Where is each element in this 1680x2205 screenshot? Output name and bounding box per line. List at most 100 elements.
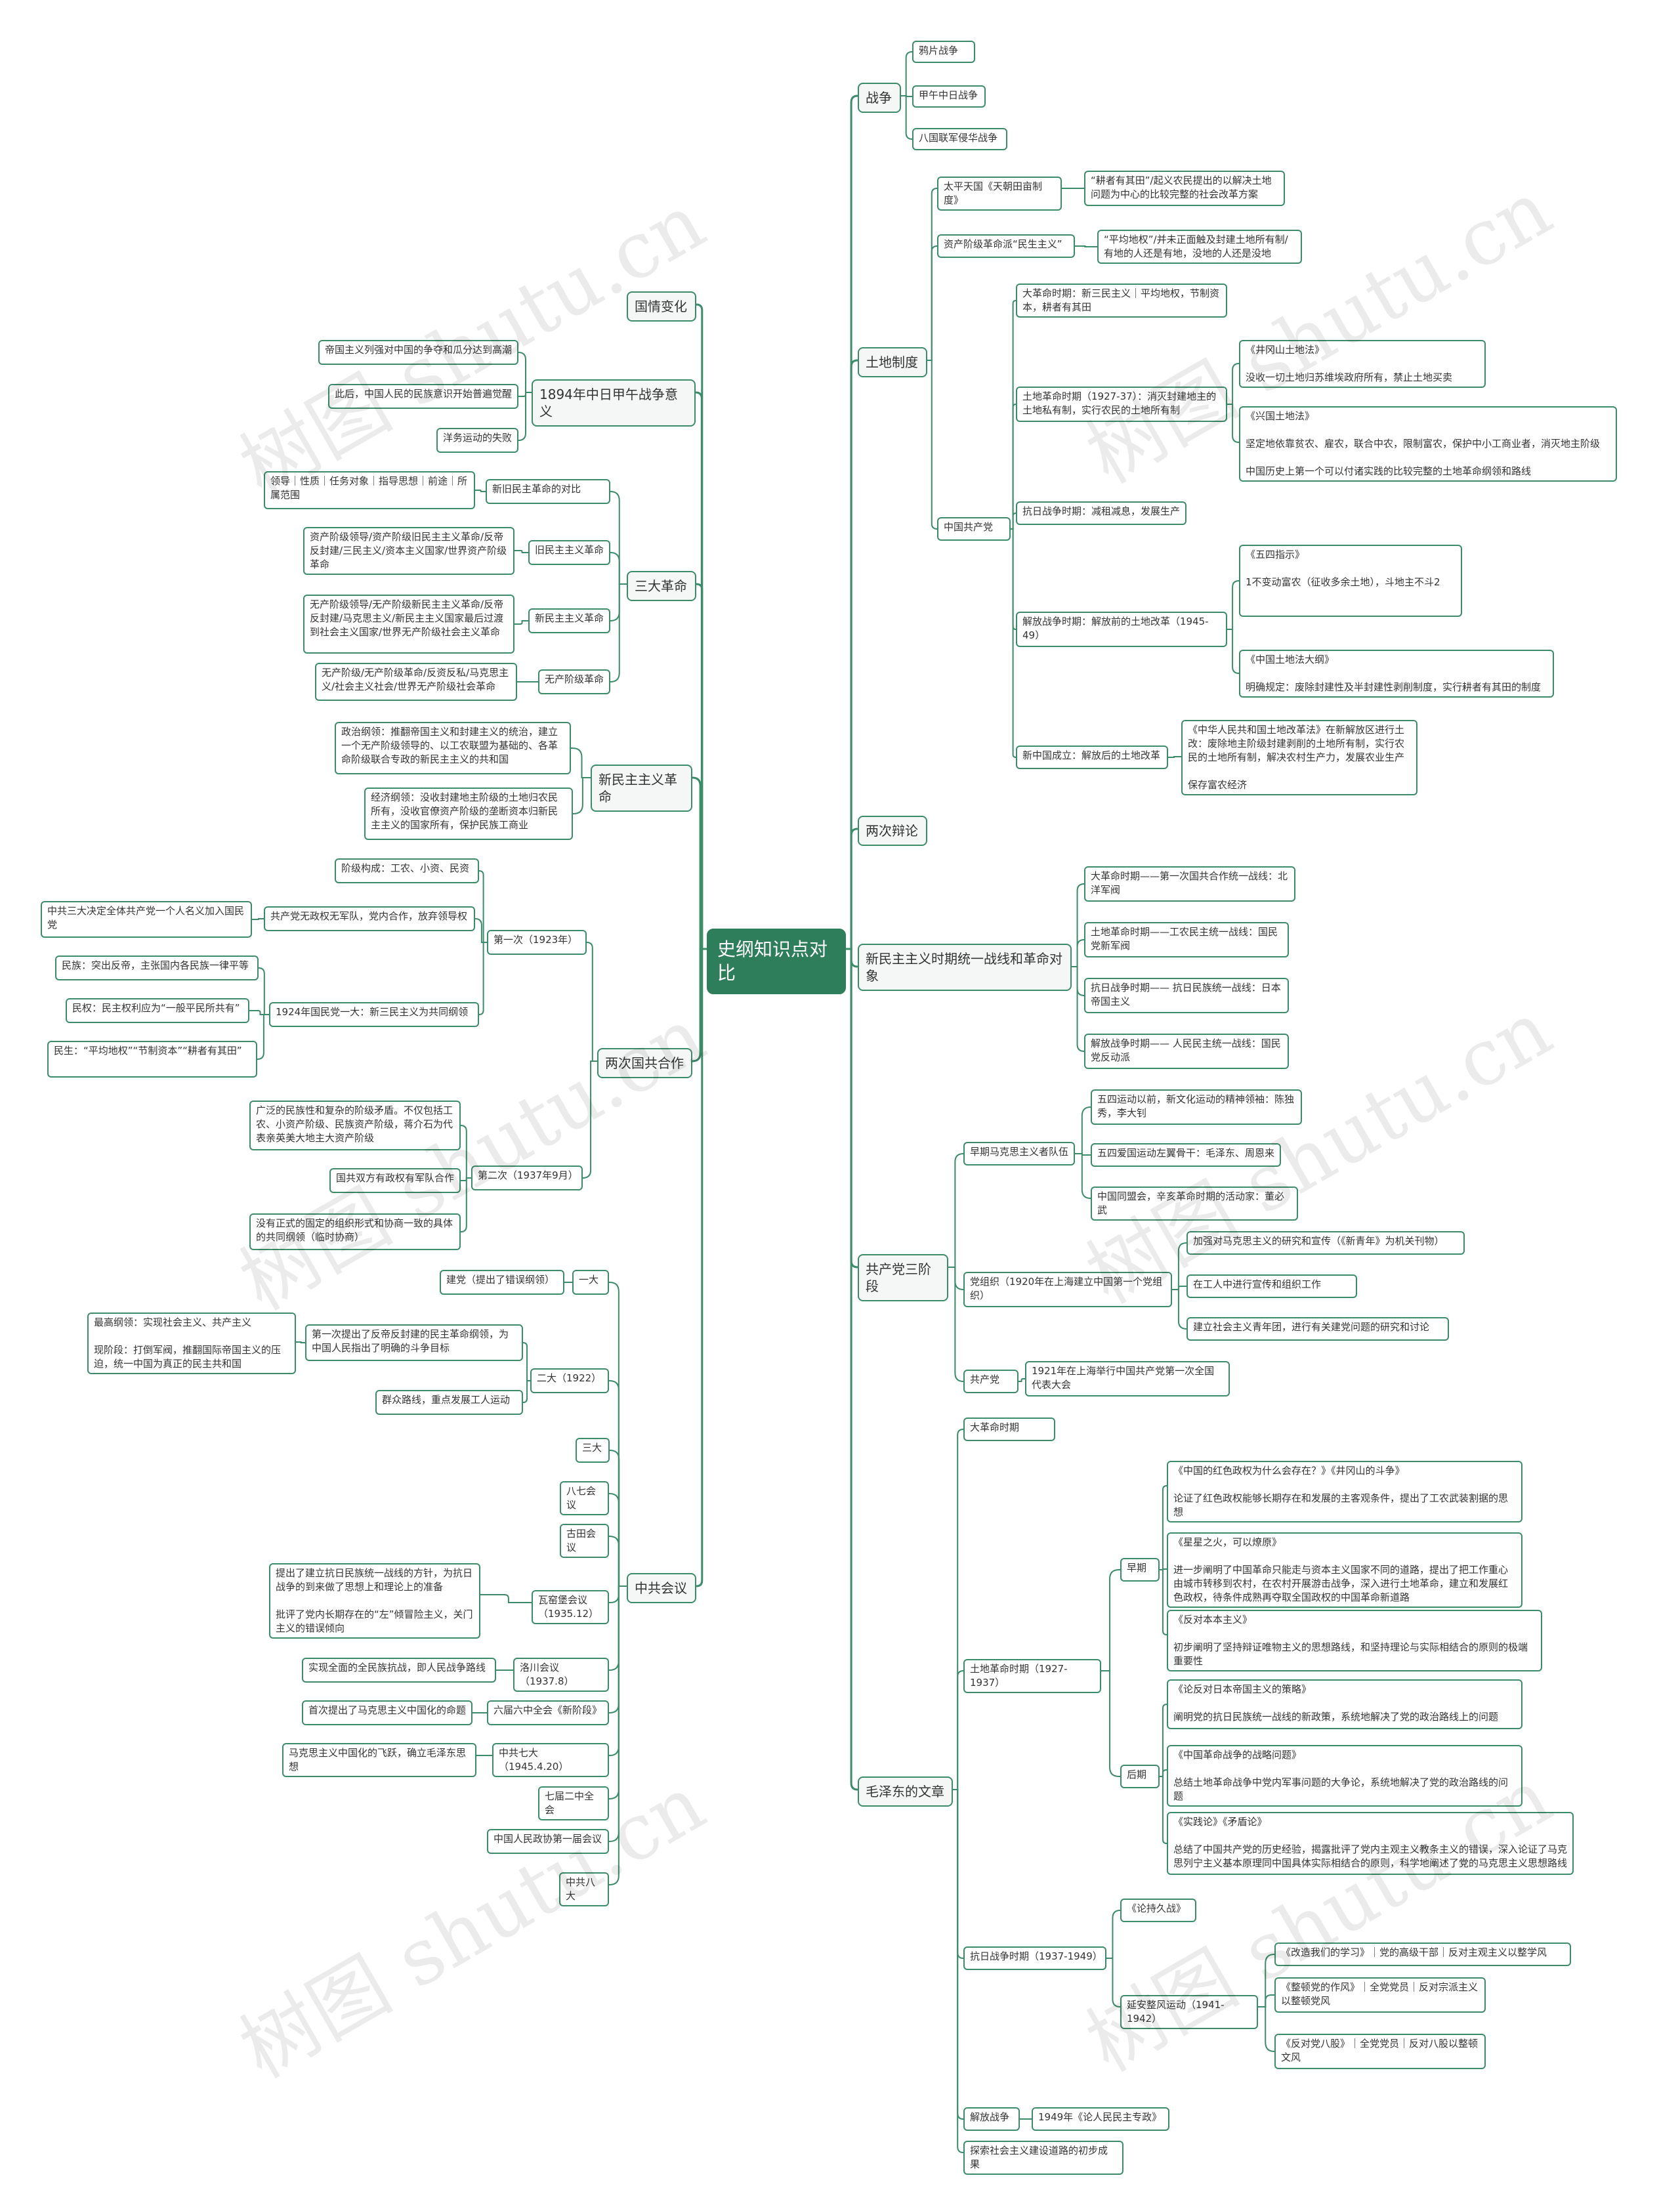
topic-xmzgm[interactable]: 新民主主义革命 (591, 765, 692, 812)
node-tzx1[interactable]: 大革命时期——第一次国共合作统一战线：北洋军阀 (1084, 866, 1295, 902)
node-ed1a[interactable]: 最高纲领：实现社会主义、共产主义 现阶段：打倒军阀，推翻国际帝国主义的压迫，统一… (87, 1312, 296, 1374)
node-b3[interactable]: 《实践论》《矛盾论》 总结了中国共产党的历史经验，揭露批评了党内主观主义教条主义… (1167, 1812, 1574, 1875)
node-sd[interactable]: 三大 (576, 1438, 610, 1463)
node-lc[interactable]: 洛川会议（1937.8） (513, 1658, 609, 1692)
node-c3[interactable]: 《反对党八股》｜全党党员｜反对八股以整顿文风 (1274, 2034, 1486, 2069)
node-j94b[interactable]: 此后，中国人民的民族意识开始普遍觉醒 (328, 384, 518, 409)
topic-lcbl[interactable]: 两次辩论 (858, 816, 927, 846)
node-xmz[interactable]: 新民主主义革命 (528, 608, 610, 633)
node-tp[interactable]: 太平天国《天朝田亩制度》 (937, 177, 1062, 211)
node-tzx3[interactable]: 抗日战争时期—— 抗日民族统一战线：日本帝国主义 (1084, 978, 1289, 1013)
topic-sdgm[interactable]: 三大革命 (627, 571, 696, 601)
node-jf1[interactable]: 1949年《论人民民主专政》 (1032, 2107, 1169, 2131)
node-qd1[interactable]: 马克思主义中国化的飞跃，确立毛泽东思想 (282, 1743, 476, 1777)
node-jgs[interactable]: 《井冈山土地法》 没收一切土地归苏维埃政府所有，禁止土地买卖 (1239, 340, 1486, 388)
node-b1[interactable]: 《论反对日本帝国主义的策略》 阐明党的抗日民族统一战线的新政策，系统地解决了党的… (1167, 1679, 1522, 1729)
node-j94a[interactable]: 帝国主义列强对中国的争夺和瓜分达到高潮 (318, 340, 518, 365)
node-tdgm[interactable]: 土地革命时期（1927-1937） (963, 1659, 1101, 1693)
node-zq2[interactable]: 五四爱国运动左翼骨干：毛泽东、周恩来 (1091, 1143, 1281, 1167)
node-jfzz[interactable]: 解放战争 (963, 2107, 1020, 2131)
node-c1[interactable]: 《改造我们的学习》｜党的高级干部｜反对主观主义以整学风 (1274, 1942, 1571, 1966)
topic-gcd3[interactable]: 共产党三阶段 (858, 1254, 948, 1301)
node-yazf[interactable]: 延安整风运动（1941-1942） (1120, 1995, 1258, 2029)
node-zg3[interactable]: 抗日战争时期：减租减息，发展生产 (1016, 501, 1186, 525)
node-yd[interactable]: 一大 (572, 1270, 609, 1295)
node-dg[interactable]: 《中国土地法大纲》 明确规定：废除封建性及半封建性剥削制度，实行耕者有其田的制度 (1239, 650, 1554, 698)
node-jmz[interactable]: 旧民主主义革命 (528, 540, 610, 565)
node-dgm[interactable]: 大革命时期 (963, 1418, 1055, 1441)
node-d1c[interactable]: 1924年国民党一大：新三民主义为共同纲领 (269, 1002, 479, 1027)
node-xg[interactable]: 《兴国土地法》 坚定地依靠贫农、雇农，联合中农，限制富农，保护中小工商业者，消灭… (1239, 406, 1617, 482)
topic-gq[interactable]: 国情变化 (627, 291, 696, 322)
node-lc1[interactable]: 实现全面的全民族抗战，即人民战争路线 (302, 1658, 496, 1683)
node-ed[interactable]: 二大（1922） (530, 1368, 609, 1393)
node-zg[interactable]: 中国共产党 (937, 517, 1011, 541)
topic-zghy[interactable]: 中共会议 (627, 1573, 696, 1603)
node-a1[interactable]: 《中国的红色政权为什么会存在？》《井冈山的斗争》 论证了红色政权能够长期存在和发… (1167, 1461, 1522, 1522)
node-d1c1[interactable]: 民族：突出反帝，主张国内各民族一律平等 (55, 956, 259, 980)
node-d2[interactable]: 第二次（1937年9月） (471, 1166, 583, 1190)
node-qd[interactable]: 中共七大（1945.4.20） (492, 1743, 609, 1777)
node-yd1[interactable]: 建党（提出了错误纲领） (440, 1270, 564, 1295)
node-b2[interactable]: 《中国革命战争的战略问题》 总结土地革命战争中党内军事问题的大争论，系统地解决了… (1167, 1745, 1522, 1807)
node-xjdb1[interactable]: 领导｜性质｜任务对象｜指导思想｜前途｜所属范围 (264, 471, 475, 509)
node-zqi[interactable]: 早期 (1120, 1558, 1160, 1582)
node-d2c[interactable]: 没有正式的固定的组织形式和协商一致的具体的共同纲领（临时协商） (249, 1213, 461, 1250)
node-lj[interactable]: 六届六中全会《新阶段》 (487, 1700, 609, 1725)
node-zq3[interactable]: 中国同盟会，辛亥革命时期的活动家：董必武 (1091, 1186, 1298, 1221)
node-zg5[interactable]: 新中国成立：解放后的土地改革 (1016, 746, 1168, 769)
node-gcd1[interactable]: 1921年在上海举行中国共产党第一次全国代表大会 (1025, 1361, 1230, 1396)
node-dzz[interactable]: 党组织（1920年在上海建立中国第一个党组织） (963, 1272, 1172, 1307)
node-zz2a[interactable]: 鸦片战争 (912, 41, 975, 63)
node-zq[interactable]: 早期马克思主义者队伍 (963, 1142, 1075, 1166)
topic-zz2[interactable]: 战争 (858, 83, 901, 113)
node-jmz1[interactable]: 资产阶级领导/资产阶级旧民主主义革命/反帝反封建/三民主义/资本主义国家/世界资… (303, 527, 514, 575)
node-lj1[interactable]: 首次提出了马克思主义中国化的命题 (302, 1700, 472, 1725)
node-zg2[interactable]: 土地革命时期（1927-37）：消灭封建地主的土地私有制，实行农民的土地所有制 (1016, 387, 1227, 422)
node-c2[interactable]: 《整顿党的作风》｜全党党员｜反对宗派主义以整顿党风 (1274, 1977, 1486, 2013)
node-tzx2[interactable]: 土地革命时期——工农民主统一战线：国民党新军阀 (1084, 922, 1289, 957)
node-zc1[interactable]: “平均地权”/并未正面触及封建土地所有制/有地的人还是有地，没地的人还是没地 (1097, 230, 1302, 264)
topic-j94[interactable]: 1894年中日甲午战争意义 (532, 379, 696, 427)
node-zq1[interactable]: 五四运动以前，新文化运动的精神领袖：陈独秀，李大钊 (1091, 1089, 1302, 1125)
node-d1b1[interactable]: 中共三大决定全体共产党一个人名义加入国民党 (41, 901, 252, 938)
root-topic[interactable]: 史纲知识点对比 (707, 929, 846, 994)
node-qjez[interactable]: 七届二中全会 (538, 1786, 609, 1820)
topic-mzd[interactable]: 毛泽东的文章 (858, 1776, 953, 1807)
node-d1c3[interactable]: 民生：“平均地权”“节制资本”“耕者有其田” (47, 1041, 257, 1078)
topic-tdzd[interactable]: 土地制度 (858, 347, 927, 377)
node-bd[interactable]: 中共八大 (559, 1872, 609, 1906)
node-ed2[interactable]: 群众路线，重点发展工人运动 (375, 1390, 523, 1415)
node-j94c[interactable]: 洋务运动的失败 (436, 428, 518, 453)
node-dzz3[interactable]: 建立社会主义青年团，进行有关建党问题的研究和讨论 (1186, 1317, 1449, 1341)
node-zg4[interactable]: 解放战争时期：解放前的土地改革（1945-49） (1016, 612, 1227, 647)
node-zz[interactable]: 中国人民政协第一届会议 (487, 1829, 609, 1854)
node-d1[interactable]: 第一次（1923年） (487, 930, 587, 955)
node-xmz1[interactable]: 无产阶级领导/无产阶级新民主主义革命/反帝反封建/马克思主义/新民主主义国家最后… (303, 595, 514, 654)
node-gthy[interactable]: 古田会议 (560, 1524, 609, 1558)
topic-lcgg[interactable]: 两次国共合作 (597, 1048, 692, 1078)
node-a2[interactable]: 《星星之火，可以燎原》 进一步阐明了中国革命只能走与资本主义国家不同的道路，提出… (1167, 1532, 1522, 1608)
node-d2a[interactable]: 广泛的民族性和复杂的阶级矛盾。不仅包括工农、小资产阶级、民族资产阶级，蒋介石为代… (249, 1101, 461, 1150)
node-zz2b[interactable]: 甲午中日战争 (912, 85, 986, 108)
node-cjz[interactable]: 《论持久战》 (1120, 1899, 1196, 1922)
node-tszy[interactable]: 探索社会主义建设道路的初步成果 (963, 2141, 1124, 2175)
node-d1c2[interactable]: 民权：民主权利应为“一般平民所共有” (66, 998, 249, 1023)
node-zz2c[interactable]: 八国联军侵华战争 (912, 128, 1007, 150)
node-bqhy[interactable]: 八七会议 (560, 1481, 609, 1515)
node-d1a[interactable]: 阶级构成：工农、小资、民资 (335, 858, 479, 883)
node-wcj1[interactable]: 无产阶级/无产阶级革命/反资反私/马克思主义/社会主义社会/世界无产阶级社会革命 (315, 663, 517, 701)
node-d2b[interactable]: 国共双方有政权有军队合作 (329, 1168, 461, 1193)
node-krzz[interactable]: 抗日战争时期（1937-1949） (963, 1946, 1106, 1970)
node-tp1[interactable]: “耕者有其田”/起义农民提出的以解决土地问题为中心的比较完整的社会改革方案 (1084, 171, 1285, 206)
node-ws[interactable]: 《五四指示》 1不变动富农（征收多余土地），斗地主不斗2 (1239, 545, 1462, 617)
node-tgf[interactable]: 《中华人民共和国土地改革法》在新解放区进行土改：废除地主阶级封建剥削的土地所有制… (1181, 720, 1418, 795)
node-zg1[interactable]: 大革命时期：新三民主义｜平均地权，节制资本，耕者有其田 (1016, 284, 1227, 318)
topic-tzx[interactable]: 新民主主义时期统一战线和革命对象 (858, 944, 1072, 991)
node-hqi[interactable]: 后期 (1120, 1765, 1160, 1788)
node-gcd[interactable]: 共产党 (963, 1370, 1018, 1393)
node-ed1[interactable]: 第一次提出了反帝反封建的民主革命纲领，为中国人民指出了明确的斗争目标 (305, 1324, 523, 1361)
node-wcj[interactable]: 无产阶级革命 (538, 669, 610, 694)
node-tzx4[interactable]: 解放战争时期—— 人民民主统一战线：国民党反动派 (1084, 1034, 1289, 1069)
node-zy1[interactable]: 提出了建立抗日民族统一战线的方针，为抗日战争的到来做了思想上和理论上的准备 批评… (269, 1563, 480, 1639)
